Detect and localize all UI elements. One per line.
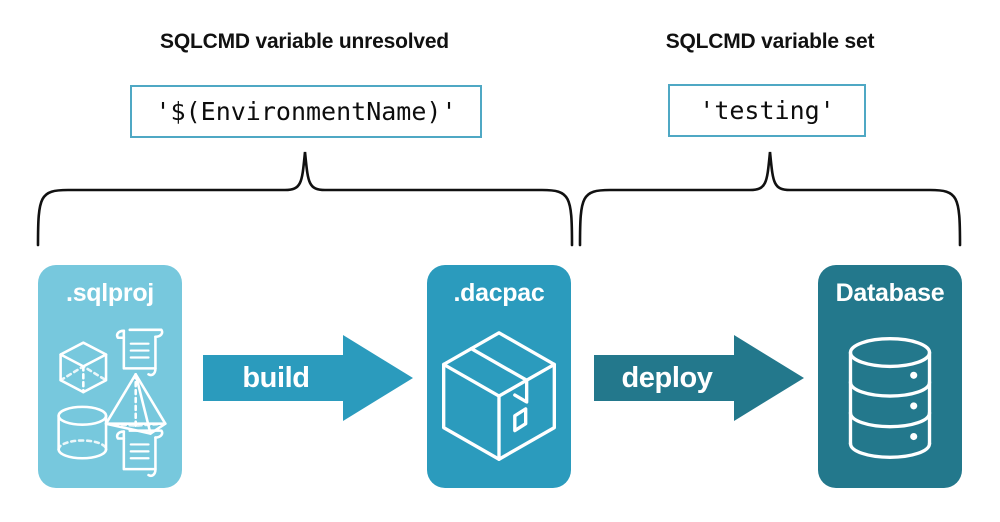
scroll-icon	[115, 328, 164, 377]
sqlproj-artwork	[38, 317, 182, 480]
cylinder-icon	[57, 405, 108, 460]
stage-label-database: Database	[835, 279, 945, 307]
database-cylinder-icon	[848, 337, 932, 459]
brace-deploy-scope	[572, 150, 968, 247]
arrow-deploy: deploy	[594, 335, 804, 421]
cube-icon	[59, 341, 108, 394]
brace-build-scope	[30, 150, 580, 247]
stage-label-dacpac: .dacpac	[453, 279, 545, 307]
stage-box-sqlproj: .sqlproj	[38, 265, 182, 488]
package-box-icon	[441, 331, 557, 461]
section-heading-deploy: SQLCMD variable set	[665, 30, 875, 53]
stage-box-database: Database	[818, 265, 962, 488]
dacpac-artwork	[427, 317, 571, 480]
section-heading-build: SQLCMD variable unresolved	[160, 30, 449, 53]
pyramid-icon	[104, 373, 167, 435]
scroll-icon	[115, 429, 164, 478]
stage-label-sqlproj: .sqlproj	[66, 279, 154, 307]
arrow-build: build	[203, 335, 413, 421]
sqlcmd-variable-set-value: 'testing'	[668, 84, 866, 137]
database-artwork	[818, 317, 962, 480]
stage-box-dacpac: .dacpac	[427, 265, 571, 488]
sqlcmd-variable-unresolved-value: '$(EnvironmentName)'	[130, 85, 482, 138]
